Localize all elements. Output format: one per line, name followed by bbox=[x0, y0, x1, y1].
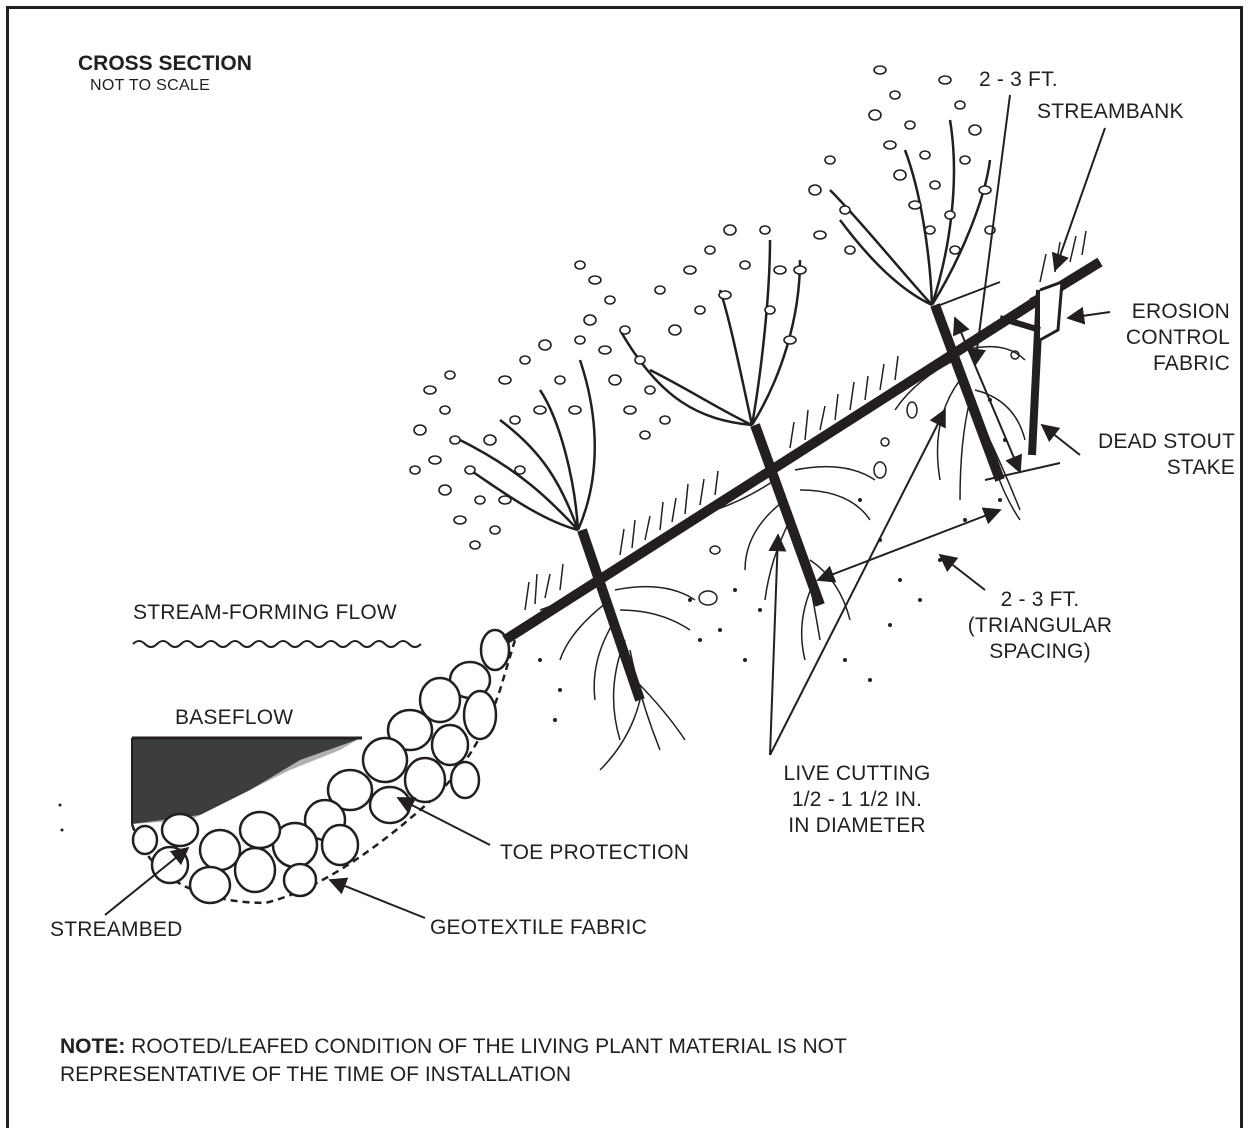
note-line-1: NOTE: ROOTED/LEAFED CONDITION OF THE LIV… bbox=[60, 1033, 847, 1061]
note-text-1: ROOTED/LEAFED CONDITION OF THE LIVING PL… bbox=[131, 1035, 847, 1058]
label-streambank: STREAMBANK bbox=[1037, 99, 1184, 125]
label-spacing-line-3: SPACING) bbox=[960, 639, 1120, 665]
label-spacing-line-2: (TRIANGULAR bbox=[960, 613, 1120, 639]
stream-forming-flow-line bbox=[133, 641, 421, 647]
note-line-2: REPRESENTATIVE OF THE TIME OF INSTALLATI… bbox=[60, 1061, 847, 1089]
label-streambed: STREAMBED bbox=[50, 917, 183, 943]
label-erosion-control-fabric: EROSION CONTROL FABRIC bbox=[1105, 299, 1230, 377]
label-stake-line-2: STAKE bbox=[1080, 455, 1235, 481]
label-stream-forming-flow: STREAM-FORMING FLOW bbox=[133, 600, 397, 626]
label-erosion-line-2: CONTROL bbox=[1105, 325, 1230, 351]
note-block: NOTE: ROOTED/LEAFED CONDITION OF THE LIV… bbox=[60, 1033, 847, 1089]
branches bbox=[460, 120, 990, 530]
label-live-cutting-line-1: LIVE CUTTING bbox=[762, 761, 952, 787]
label-dead-stout-stake: DEAD STOUT STAKE bbox=[1080, 429, 1235, 481]
note-heading: NOTE: bbox=[60, 1035, 125, 1058]
label-spacing-top: 2 - 3 FT. bbox=[979, 67, 1058, 93]
label-baseflow: BASEFLOW bbox=[175, 705, 293, 731]
roots bbox=[540, 347, 1025, 770]
label-erosion-line-1: EROSION bbox=[1105, 299, 1230, 325]
label-toe-protection: TOE PROTECTION bbox=[500, 840, 689, 866]
diagram-subtitle: NOT TO SCALE bbox=[90, 77, 210, 95]
label-spacing-line-1: 2 - 3 FT. bbox=[960, 587, 1120, 613]
diagram-title: CROSS SECTION bbox=[78, 52, 252, 76]
foliage bbox=[410, 66, 995, 549]
label-erosion-line-3: FABRIC bbox=[1105, 351, 1230, 377]
label-spacing-bottom: 2 - 3 FT. (TRIANGULAR SPACING) bbox=[960, 587, 1120, 665]
label-live-cutting: LIVE CUTTING 1/2 - 1 1/2 IN. IN DIAMETER bbox=[762, 761, 952, 839]
label-geotextile-fabric: GEOTEXTILE FABRIC bbox=[430, 915, 647, 941]
label-live-cutting-line-2: 1/2 - 1 1/2 IN. bbox=[762, 787, 952, 813]
label-stake-line-1: DEAD STOUT bbox=[1080, 429, 1235, 455]
label-live-cutting-line-3: IN DIAMETER bbox=[762, 813, 952, 839]
